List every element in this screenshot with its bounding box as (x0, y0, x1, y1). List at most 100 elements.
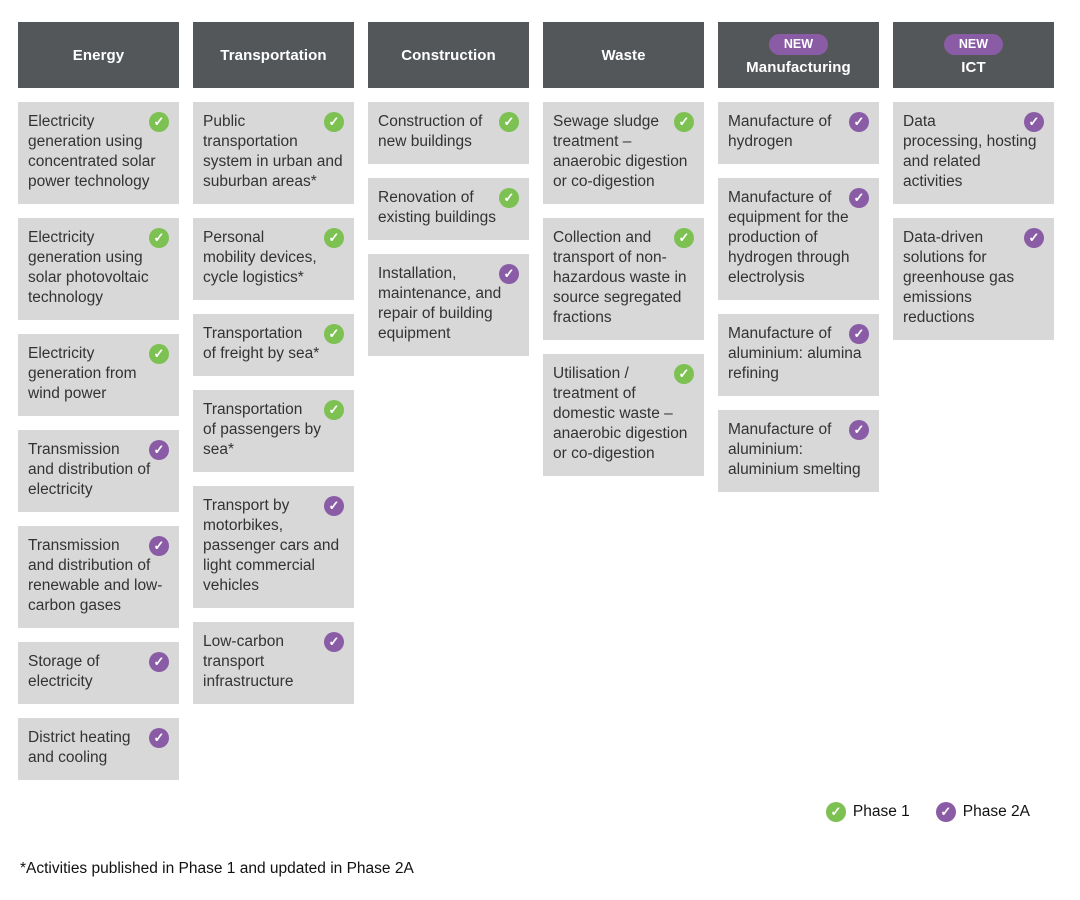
activity-label: Manufacture of aluminium: alumina refini… (728, 325, 862, 382)
phase1-check-icon: ✓ (499, 112, 519, 132)
activity-label: Personal mobility devices, cycle logisti… (203, 229, 317, 286)
phase1-check-icon: ✓ (499, 188, 519, 208)
column-title: Manufacturing (746, 59, 851, 76)
activity-card: ✓ Low-carbon transport infrastructure (193, 622, 354, 704)
column-title: Transportation (220, 46, 327, 64)
activity-label: Manufacture of equipment for the product… (728, 189, 850, 286)
activity-label: Transmission and distribution of renewab… (28, 537, 163, 614)
activity-label: Transmission and distribution of electri… (28, 441, 151, 498)
phase2a-check-icon: ✓ (849, 420, 869, 440)
activity-label: Construction of new buildings (378, 113, 483, 150)
new-badge: NEW (768, 34, 829, 55)
phase2a-check-icon: ✓ (324, 496, 344, 516)
column-title: ICT (961, 59, 986, 76)
column-header-construction: Construction (368, 22, 529, 88)
activity-card: ✓Renovation of existing buildings (368, 178, 529, 240)
column-manufacturing: NEW Manufacturing ✓ Manufacture of hydrogen… (718, 22, 879, 780)
phase1-check-icon: ✓ (149, 344, 169, 364)
column-waste: Waste✓Sewage sludge treatment – anaerobi… (543, 22, 704, 780)
activity-card: ✓Manufacture of aluminium: alumina refin… (718, 314, 879, 396)
activity-card: ✓Transportation of passengers by sea* (193, 390, 354, 472)
legend-phase2a-label: Phase 2A (962, 803, 1030, 820)
activity-label: Electricity generation using concentrate… (28, 113, 156, 190)
column-header-transportation: Transportation (193, 22, 354, 88)
phase2a-check-icon: ✓ (849, 188, 869, 208)
phase1-check-icon: ✓ (674, 112, 694, 132)
phase2a-check-icon: ✓ (324, 632, 344, 652)
taxonomy-matrix: Energy✓Electricity generation using conc… (18, 22, 1054, 780)
activity-label: Public transportation system in urban an… (203, 113, 343, 190)
phase2a-check-icon: ✓ (149, 728, 169, 748)
phase2a-check-icon: ✓ (1024, 228, 1044, 248)
activity-label: Manufacture of aluminium: aluminium smel… (728, 421, 861, 478)
phase1-check-icon: ✓ (324, 324, 344, 344)
activity-card: ✓Manufacture of equipment for the produc… (718, 178, 879, 300)
phase2a-check-icon: ✓ (149, 652, 169, 672)
phase1-check-icon: ✓ (825, 802, 846, 822)
activity-label: Low-carbon transport infrastructure (203, 633, 294, 690)
column-title: Energy (72, 46, 125, 64)
activity-card: ✓ Personal mobility devices, cycle logist… (193, 218, 354, 300)
column-header-waste: Waste (543, 22, 704, 88)
activity-label: Storage of electricity (28, 653, 100, 690)
phase1-check-icon: ✓ (324, 400, 344, 420)
activity-label: Electricity generation using solar photo… (28, 229, 149, 306)
activity-label: Transportation of freight by sea* (203, 325, 320, 362)
phase1-check-icon: ✓ (149, 112, 169, 132)
activity-card: ✓Transportation of freight by sea* (193, 314, 354, 376)
phase2a-check-icon: ✓ (499, 264, 519, 284)
phase2a-check-icon: ✓ (149, 440, 169, 460)
phase1-check-icon: ✓ (324, 112, 344, 132)
legend-item-phase2a: ✓ Phase 2A (935, 802, 1030, 822)
activity-card: ✓ Electricity generation from wind power (18, 334, 179, 416)
activity-label: Installation, maintenance, and repair of… (378, 265, 502, 342)
legend: ✓ Phase 1 ✓ Phase 2A (825, 802, 1030, 822)
phase2a-check-icon: ✓ (149, 536, 169, 556)
phase1-check-icon: ✓ (674, 228, 694, 248)
activity-label: Sewage sludge treatment – anaerobic dige… (553, 113, 688, 190)
new-badge: NEW (943, 34, 1004, 55)
phase2a-check-icon: ✓ (935, 802, 956, 822)
legend-phase1-label: Phase 1 (852, 803, 910, 820)
column-transportation: Transportation✓Public transportation sys… (193, 22, 354, 780)
column-header-ict: NEW ICT (893, 22, 1054, 88)
phase1-check-icon: ✓ (324, 228, 344, 248)
phase2a-check-icon: ✓ (849, 324, 869, 344)
activity-label: Electricity generation from wind power (28, 345, 137, 402)
activity-card: ✓ District heating and cooling (18, 718, 179, 780)
activity-card: ✓ Manufacture of hydrogen (718, 102, 879, 164)
footnote: *Activities published in Phase 1 and upd… (20, 860, 414, 877)
activity-card: ✓Utilisation / treatment of domestic was… (543, 354, 704, 476)
legend-item-phase1: ✓ Phase 1 (825, 802, 910, 822)
column-energy: Energy✓Electricity generation using conc… (18, 22, 179, 780)
activity-card: ✓Manufacture of aluminium: aluminium sme… (718, 410, 879, 492)
phase1-check-icon: ✓ (149, 228, 169, 248)
activity-card: ✓Sewage sludge treatment – anaerobic dig… (543, 102, 704, 204)
activity-label: Data processing, hosting and related act… (903, 113, 1037, 190)
activity-label: Renovation of existing buildings (378, 189, 497, 226)
activity-label: Transport by motorbikes, passenger cars … (203, 497, 340, 594)
column-header-manufacturing: NEW Manufacturing (718, 22, 879, 88)
column-title: Construction (401, 46, 496, 64)
column-title: Waste (601, 46, 646, 64)
activity-label: Transportation of passengers by sea* (203, 401, 322, 458)
activity-card: ✓ Construction of new buildings (368, 102, 529, 164)
activity-label: Utilisation / treatment of domestic wast… (553, 365, 688, 462)
activity-card: ✓Transport by motorbikes, passenger cars… (193, 486, 354, 608)
column-header-energy: Energy (18, 22, 179, 88)
activity-label: Manufacture of hydrogen (728, 113, 832, 150)
activity-card: ✓Public transportation system in urban a… (193, 102, 354, 204)
activity-label: District heating and cooling (28, 729, 131, 766)
activity-card: ✓Transmission and distribution of electr… (18, 430, 179, 512)
activity-label: Collection and transport of non-hazardou… (553, 229, 687, 326)
activity-card: ✓Data-driven solutions for greenhouse ga… (893, 218, 1054, 340)
phase2a-check-icon: ✓ (849, 112, 869, 132)
activity-card: ✓Electricity generation using concentrat… (18, 102, 179, 204)
phase1-check-icon: ✓ (674, 364, 694, 384)
phase2a-check-icon: ✓ (1024, 112, 1044, 132)
activity-card: ✓Data processing, hosting and related ac… (893, 102, 1054, 204)
activity-card: ✓Transmission and distribution of renewa… (18, 526, 179, 628)
column-construction: Construction ✓ Construction of new buildin… (368, 22, 529, 780)
activity-card: ✓Collection and transport of non-hazardo… (543, 218, 704, 340)
